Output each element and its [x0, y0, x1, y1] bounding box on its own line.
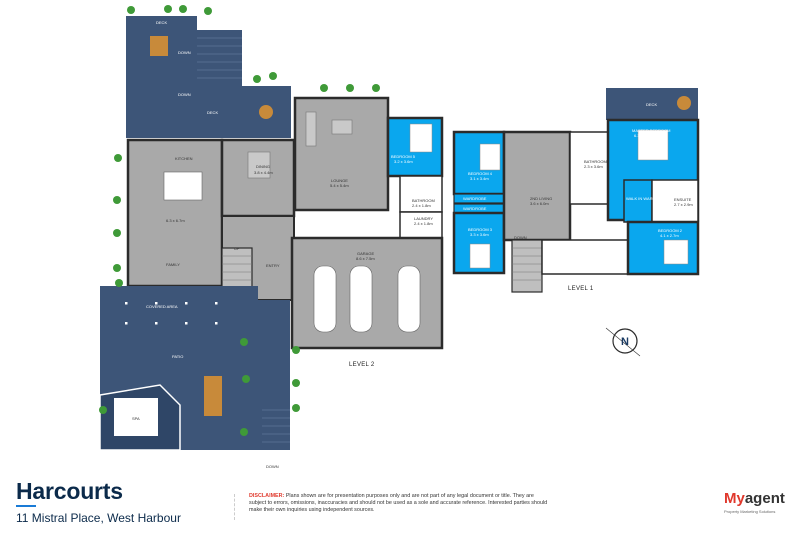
north-label: N — [621, 336, 629, 348]
patio-table — [204, 376, 222, 416]
label-bedroom-2-dim: 4.1 x 2.7m — [660, 233, 679, 238]
label-family-dim: 6.3 x 6.7m — [166, 218, 185, 223]
deck-table — [150, 36, 168, 56]
car-3 — [397, 265, 421, 333]
label-level-2: LEVEL 2 — [349, 362, 375, 368]
label-bedroom-5: BEDROOM 5 — [391, 154, 416, 159]
floor-plan: DECK DECK DOWN DOWN KITCHEN 6.3 x 6.7m F… — [99, 5, 700, 469]
deck-round-table — [259, 105, 273, 119]
label-spa: SPA — [132, 416, 140, 421]
label-bathroom-l2-dim: 2.4 x 1.8m — [412, 203, 431, 208]
label-ensuite-dim: 2.7 x 2.9m — [674, 202, 693, 207]
disclaimer-title: DISCLAIMER: — [249, 493, 285, 499]
label-laundry-dim: 2.4 x 1.8m — [414, 221, 433, 226]
label-level-1: LEVEL 1 — [568, 286, 594, 292]
label-walk-in: WALK IN WARDROBE — [626, 196, 667, 201]
covered-area — [100, 286, 258, 326]
label-second-living-dim: 3.6 x 6.0m — [530, 201, 549, 206]
bathroom-l2 — [399, 175, 443, 213]
lounge-couch — [305, 111, 317, 147]
label-down-1: DOWN — [178, 50, 191, 55]
label-lounge-dim: 5.4 x 5.4m — [330, 183, 349, 188]
car-1 — [313, 265, 337, 333]
label-master: MASTER BEDROOM — [632, 128, 670, 133]
label-laundry: LAUNDRY — [414, 216, 433, 221]
label-bedroom-4-dim: 3.1 x 3.4m — [470, 176, 489, 181]
brand-underline — [16, 505, 36, 507]
myagent-subtitle: Property Marketing Solutions — [724, 509, 776, 514]
north-compass: N — [605, 327, 641, 357]
myagent-logo: Myagent — [724, 490, 785, 507]
myagent-rest: agent — [744, 490, 785, 507]
label-down-2: DOWN — [178, 92, 191, 97]
property-address: 11 Mistral Place, West Harbour — [16, 511, 181, 525]
bathroom-l1 — [569, 131, 609, 205]
dining-table — [247, 151, 271, 179]
deck-top-steps — [197, 30, 242, 88]
label-dining: DINING — [256, 164, 270, 169]
walk-in-wardrobe — [623, 179, 653, 223]
kitchen-family-room — [126, 138, 224, 288]
label-bathroom-l2: BATHROOM — [412, 198, 435, 203]
label-bedroom-4: BEDROOM 4 — [468, 171, 493, 176]
label-deck-lower: DECK — [207, 110, 218, 115]
label-entry: ENTRY — [266, 263, 280, 268]
label-patio: PATIO — [172, 354, 183, 359]
label-lounge: LOUNGE — [331, 178, 348, 183]
kitchen-island — [163, 171, 203, 201]
label-down-4: DOWN — [514, 235, 527, 240]
label-kitchen: KITCHEN — [175, 156, 193, 161]
label-bedroom-3: BEDROOM 3 — [468, 227, 493, 232]
label-wardrobe-2: WARDROBE — [463, 206, 487, 211]
brand-logo: Harcourts — [16, 478, 123, 504]
stair-l1 — [511, 239, 543, 293]
myagent-my: My — [724, 490, 745, 507]
label-deck-right: DECK — [646, 102, 657, 107]
label-bathroom-l1-dim: 2.3 x 3.6m — [584, 164, 603, 169]
label-garage: GARAGE — [357, 251, 374, 256]
label-bedroom-2: BEDROOM 2 — [658, 228, 683, 233]
label-covered-area: COVERED AREA — [146, 304, 178, 309]
label-wardrobe-1: WARDROBE — [463, 196, 487, 201]
second-living — [502, 130, 572, 242]
label-family: FAMILY — [166, 262, 180, 267]
disclaimer-text: Plans shown are for presentation purpose… — [249, 493, 548, 513]
label-down-3: DOWN — [266, 464, 279, 469]
disclaimer: DISCLAIMER: Plans shown are for presenta… — [249, 493, 549, 514]
label-bedroom-5-dim: 3.2 x 3.6m — [394, 159, 413, 164]
label-bathroom-l1: BATHROOM — [584, 159, 607, 164]
label-dining-dim: 3.8 x 4.4m — [254, 170, 273, 175]
label-ensuite: ENSUITE — [674, 197, 692, 202]
label-garage-dim: 8.6 x 7.5m — [356, 256, 375, 261]
hallway-l1 — [541, 239, 629, 275]
spa — [114, 398, 158, 436]
label-master-dim: 6.3 x 4.7m — [634, 133, 653, 138]
deck-right-round-table — [677, 96, 691, 110]
patio-side — [258, 300, 290, 328]
label-up: UP — [234, 246, 240, 251]
laundry — [399, 211, 443, 239]
footer — [0, 470, 800, 533]
label-deck-top: DECK — [156, 20, 167, 25]
disclaimer-divider — [234, 494, 236, 520]
label-second-living: 2ND LIVING — [530, 196, 552, 201]
car-2 — [349, 265, 373, 333]
lounge-table — [331, 119, 353, 135]
label-bedroom-3-dim: 3.3 x 3.6m — [470, 232, 489, 237]
